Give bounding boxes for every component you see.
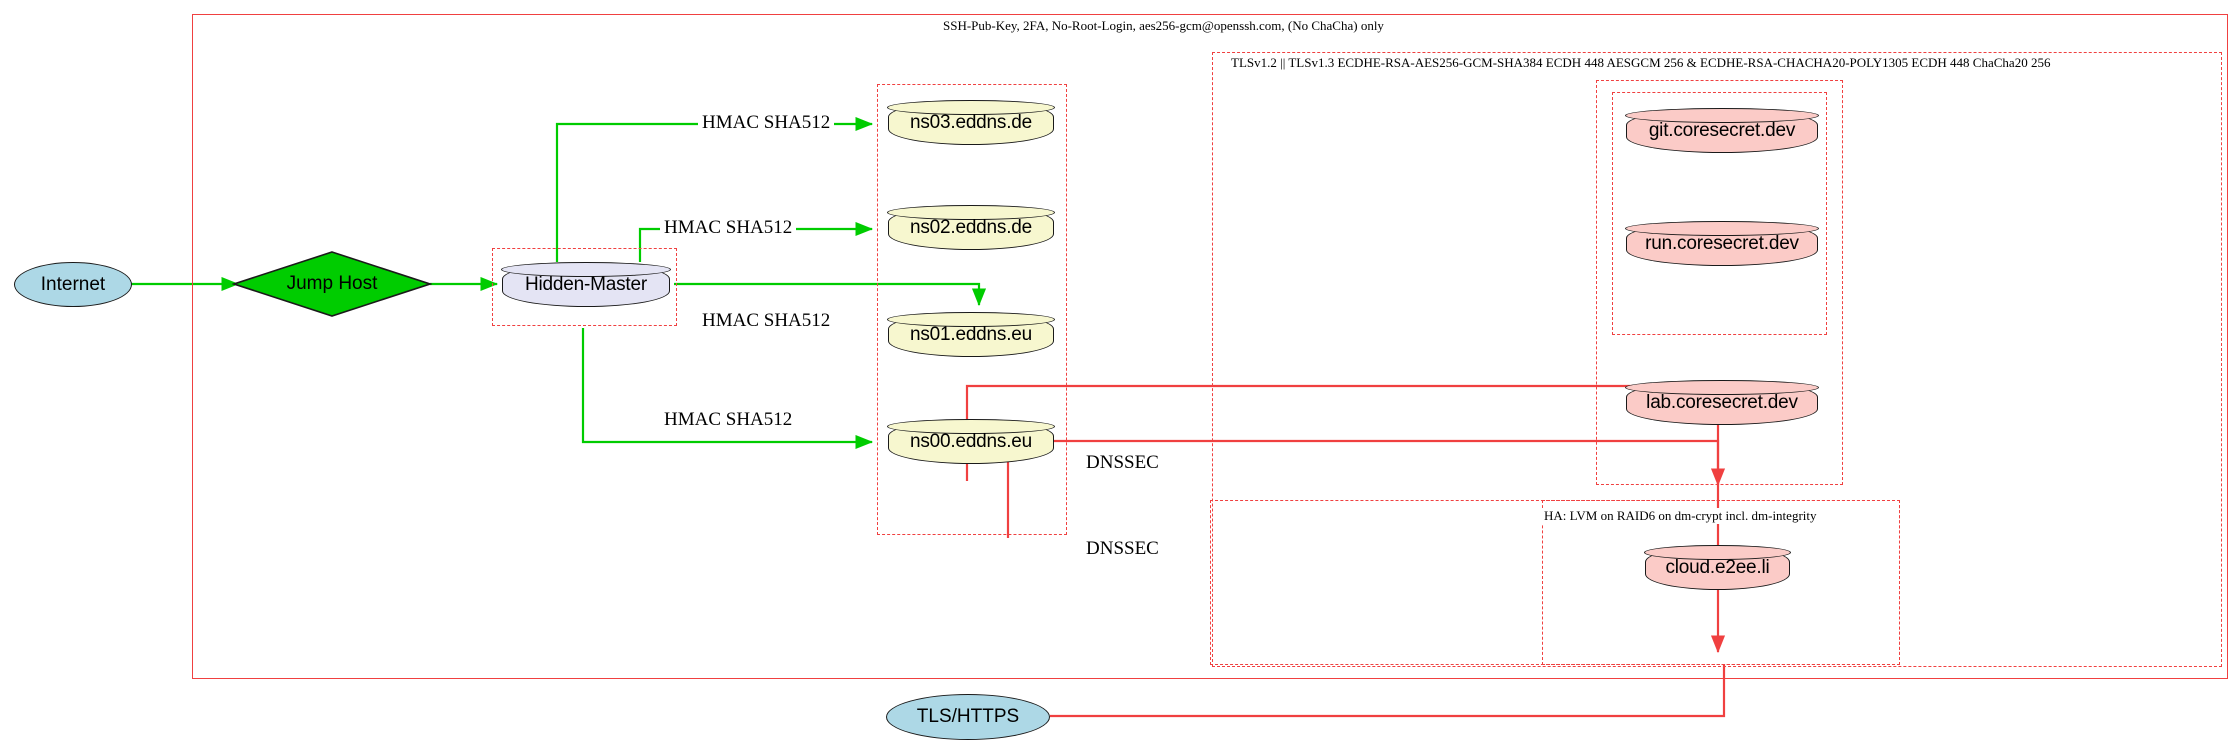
cluster-tls-boundary-label: TLSv1.2 || TLSv1.3 ECDHE-RSA-AES256-GCM-… [1228,55,2054,71]
edge-label-hmac-ns01: HMAC SHA512 [698,310,835,332]
node-run-coresecret-label: run.coresecret.dev [1645,233,1799,254]
node-ns02-label: ns02.eddns.de [909,217,1033,238]
node-ns00-label: ns00.eddns.eu [909,431,1033,452]
cluster-ssh-boundary-label: SSH-Pub-Key, 2FA, No-Root-Login, aes256-… [940,18,1387,34]
node-jump-host[interactable]: Jump Host [231,250,433,318]
node-tls-https-label: TLS/HTTPS [916,706,1020,727]
diamond-shape [231,251,433,317]
edge-label-hmac-ns00: HMAC SHA512 [660,409,797,431]
node-cloud-e2ee[interactable]: cloud.e2ee.li [1644,545,1791,590]
node-ns02[interactable]: ns02.eddns.de [887,205,1055,250]
node-hidden-master-label: Hidden-Master [524,274,647,295]
edge-label-hmac-ns02: HMAC SHA512 [660,217,797,239]
node-ns03[interactable]: ns03.eddns.de [887,100,1055,145]
node-ns03-label: ns03.eddns.de [909,112,1033,133]
node-lab-coresecret[interactable]: lab.coresecret.dev [1625,380,1819,425]
node-ns01[interactable]: ns01.eddns.eu [887,312,1055,357]
node-git-coresecret-label: git.coresecret.dev [1648,120,1796,141]
node-hidden-master[interactable]: Hidden-Master [501,262,671,307]
node-internet[interactable]: Internet [14,262,132,307]
edge-label-dnssec-lower: DNSSEC [1082,538,1163,560]
node-jump-host-label: Jump Host [286,273,378,294]
node-ns00[interactable]: ns00.eddns.eu [887,419,1055,464]
node-tls-https[interactable]: TLS/HTTPS [886,694,1050,740]
cluster-dns-zone [877,84,1067,535]
node-git-coresecret[interactable]: git.coresecret.dev [1625,108,1819,153]
node-lab-coresecret-label: lab.coresecret.dev [1646,392,1798,413]
node-run-coresecret[interactable]: run.coresecret.dev [1625,221,1819,266]
cluster-coresecret-inner-zone [1612,92,1827,335]
node-internet-label: Internet [40,273,106,295]
edge-label-dnssec-upper: DNSSEC [1082,452,1163,474]
node-cloud-e2ee-label: cloud.e2ee.li [1665,557,1770,578]
edge-label-hmac-ns03: HMAC SHA512 [698,112,835,134]
cluster-ha-boundary-label: HA: LVM on RAID6 on dm-crypt incl. dm-in… [1541,508,1820,524]
node-ns01-label: ns01.eddns.eu [909,324,1033,345]
